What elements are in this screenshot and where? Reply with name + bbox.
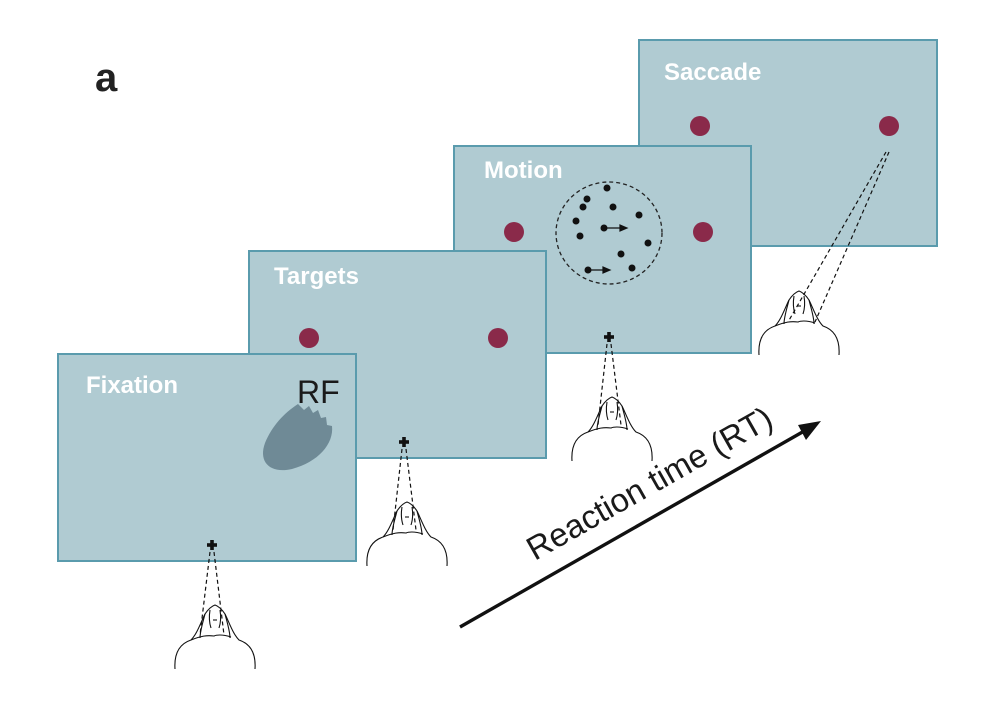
saccade-panel-title: Saccade [664, 59, 762, 86]
rf-label: RF [297, 374, 340, 410]
fixation-panel-title: Fixation [86, 372, 179, 399]
targets-panel-title: Targets [274, 263, 359, 290]
motion-panel-title: Motion [484, 157, 563, 184]
monkey-head-icon [174, 604, 256, 670]
targets-target-right [488, 328, 508, 348]
saccade-sight-lines [787, 151, 890, 323]
monkey-head-icon [366, 501, 448, 567]
targets-target-left [299, 328, 319, 348]
fixation-point-icon [207, 540, 217, 550]
figure-label: a [95, 56, 118, 100]
random-dots [572, 184, 652, 274]
motion-arrows [588, 224, 629, 274]
receptive-field-shape [263, 404, 333, 471]
monkey-head-icon [758, 290, 840, 356]
motion-target-left [504, 222, 524, 242]
saccade-target-right [879, 116, 899, 136]
motion-target-right [693, 222, 713, 242]
targets-fixation-point-icon [399, 437, 409, 447]
motion-fixation-point-icon [604, 332, 614, 342]
monkey-head-icon [571, 396, 653, 462]
saccade-target-left [690, 116, 710, 136]
random-dot-aperture [555, 181, 663, 285]
time-arrow [459, 421, 821, 629]
